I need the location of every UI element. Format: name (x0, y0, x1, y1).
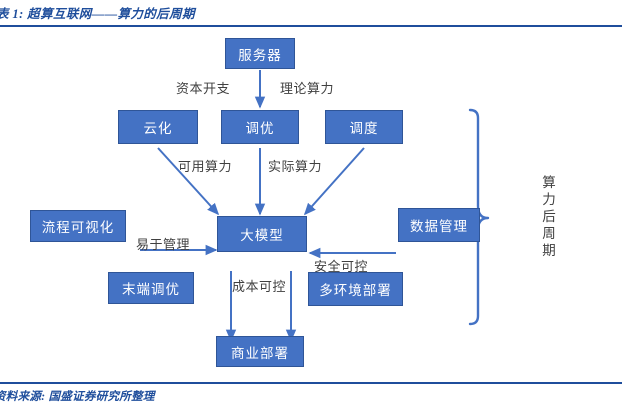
bracket-label-char-3: 后 (542, 209, 556, 224)
node-tuning[interactable]: 调优 (221, 110, 299, 144)
header-rule (0, 25, 622, 27)
edge-label-cost-controllable: 成本可控 (232, 279, 287, 294)
node-data-management[interactable]: 数据管理 (398, 208, 480, 242)
edge-label-capex: 资本开支 (176, 81, 231, 96)
node-scheduling[interactable]: 调度 (325, 110, 403, 144)
node-cloudify[interactable]: 云化 (118, 110, 198, 144)
bracket-label-char-2: 力 (542, 192, 556, 207)
node-large-model[interactable]: 大模型 (217, 216, 307, 252)
node-commercial-deployment[interactable]: 商业部署 (216, 336, 304, 367)
edge-label-available-power: 可用算力 (178, 159, 233, 174)
edge-label-easy-to-manage: 易于管理 (136, 237, 191, 252)
connector-layer (140, 70, 490, 342)
bracket-label: 算 力 后 周 期 (540, 174, 558, 259)
edge-label-theoretical-power: 理论算力 (280, 81, 335, 96)
figure-source: 资料来源: 国盛证券研究所整理 (0, 391, 155, 403)
node-server[interactable]: 服务器 (225, 38, 295, 69)
bracket-label-char-4: 周 (542, 226, 556, 241)
diagram-canvas: 服务器 云化 调优 调度 流程可视化 大模型 数据管理 末端调优 多环境部署 商… (0, 28, 622, 382)
node-process-visualization[interactable]: 流程可视化 (30, 210, 126, 242)
node-multi-environment-deployment[interactable]: 多环境部署 (308, 272, 403, 306)
edge-label-actual-power: 实际算力 (268, 159, 323, 174)
footer-rule (0, 382, 622, 384)
figure-title: 表 1: 超算互联网——算力的后周期 (0, 7, 195, 21)
bracket-label-char-1: 算 (542, 175, 556, 190)
edge-label-secure-controllable: 安全可控 (314, 259, 369, 274)
bracket-label-char-5: 期 (542, 243, 556, 258)
grouping-brace (468, 108, 490, 326)
node-edge-tuning[interactable]: 末端调优 (108, 272, 194, 304)
